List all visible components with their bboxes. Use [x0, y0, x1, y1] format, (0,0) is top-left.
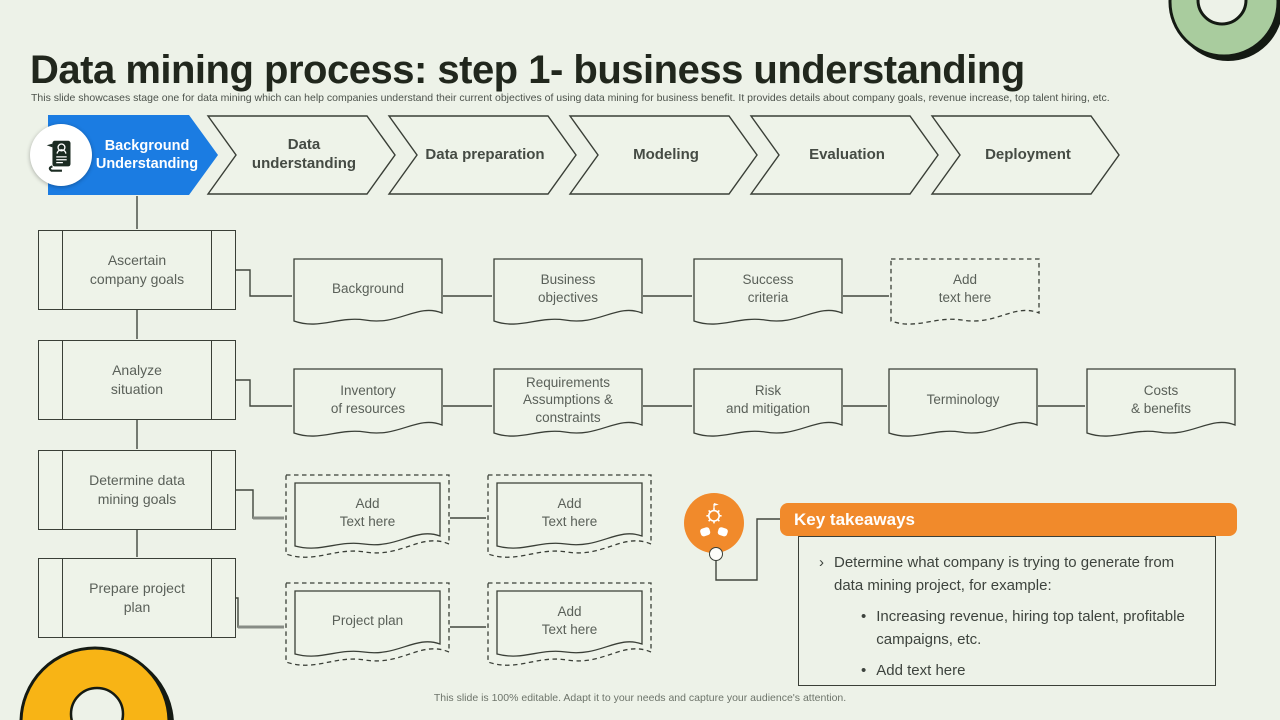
- process-step-label: Deployment: [985, 145, 1071, 163]
- doc-inventory-of-resources: Inventory of resources: [293, 368, 443, 444]
- dot-bullet: •: [861, 662, 867, 679]
- process-step-deployment: Deployment: [930, 115, 1121, 195]
- process-step-evaluation: Evaluation: [749, 115, 940, 195]
- key-takeaways-box: › Determine what company is trying to ge…: [798, 536, 1216, 686]
- process-step-label: Background Understanding: [95, 137, 199, 172]
- left-step-label: Determine data mining goals: [89, 472, 185, 507]
- doc-label: Add Text here: [541, 496, 598, 529]
- doc-add-text-placeholder[interactable]: Add Text here: [487, 474, 652, 568]
- process-step-modeling: Modeling: [568, 115, 759, 195]
- doc-success-criteria: Success criteria: [693, 258, 843, 332]
- process-step-label: Evaluation: [809, 145, 885, 163]
- doc-label: Risk and mitigation: [725, 383, 811, 416]
- doc-label: Requirements Assumptions & constraints: [522, 374, 614, 425]
- process-step-label: Data understanding: [251, 136, 357, 172]
- yellow-donut-decoration: [19, 646, 174, 720]
- doc-label: Add text here: [938, 272, 992, 305]
- key-takeaways-icon-badge: [684, 493, 744, 553]
- doc-background: Background: [293, 258, 443, 332]
- doc-risk-and-mitigation: Risk and mitigation: [693, 368, 843, 444]
- green-donut-decoration: [1168, 0, 1280, 61]
- takeaway-text: Determine what company is trying to gene…: [834, 554, 1175, 594]
- process-step-label: Data preparation: [425, 145, 545, 163]
- left-step-analyze-situation: Analyze situation: [38, 340, 236, 420]
- left-step-determine-data-mining-goals: Determine data mining goals: [38, 450, 236, 530]
- left-step-ascertain-company-goals: Ascertain company goals: [38, 230, 236, 310]
- takeaway-subtext: Increasing revenue, hiring top talent, p…: [876, 608, 1185, 648]
- scroll-person-document-icon: [46, 140, 71, 172]
- connector-node: [709, 547, 723, 561]
- slide-subtitle: This slide showcases stage one for data …: [31, 91, 1110, 104]
- left-step-label: Prepare project plan: [89, 580, 185, 615]
- slide-footer-note: This slide is 100% editable. Adapt it to…: [433, 691, 847, 704]
- doc-add-text-placeholder[interactable]: Add Text here: [487, 582, 652, 676]
- left-step-prepare-project-plan: Prepare project plan: [38, 558, 236, 638]
- left-step-label: Analyze situation: [110, 362, 164, 397]
- doc-project-plan: Project plan: [285, 582, 450, 676]
- process-step-label: Modeling: [633, 145, 699, 163]
- doc-label: Business objectives: [537, 272, 599, 305]
- page-title: Data mining process: step 1- business un…: [30, 47, 1025, 92]
- doc-label: Add Text here: [339, 496, 396, 529]
- left-step-label: Ascertain company goals: [89, 252, 185, 287]
- hands-holding-gear-icon: [700, 503, 728, 537]
- key-takeaways-header: Key takeaways: [780, 503, 1237, 536]
- dot-bullet: •: [861, 608, 867, 625]
- doc-terminology: Terminology: [888, 368, 1038, 444]
- key-takeaways-title: Key takeaways: [794, 509, 915, 529]
- process-step-data-preparation: Data preparation: [387, 115, 578, 195]
- doc-business-objectives: Business objectives: [493, 258, 643, 332]
- doc-label: Costs & benefits: [1130, 383, 1192, 416]
- doc-label: Project plan: [331, 613, 404, 629]
- doc-label: Add Text here: [541, 604, 598, 637]
- takeaway-subtext: Add text here: [876, 662, 966, 679]
- doc-add-text-placeholder[interactable]: Add Text here: [285, 474, 450, 568]
- doc-requirements-assumptions-constraints: Requirements Assumptions & constraints: [493, 368, 643, 444]
- takeaway-subitem: • Increasing revenue, hiring top talent,…: [861, 606, 1203, 651]
- doc-label: Background: [331, 281, 405, 297]
- process-step-background-understanding: Background Understanding: [48, 115, 218, 195]
- step-icon-badge: [30, 124, 92, 186]
- doc-label: Success criteria: [742, 272, 794, 305]
- doc-costs-benefits: Costs & benefits: [1086, 368, 1236, 444]
- doc-label: Terminology: [926, 392, 1000, 408]
- doc-label: Inventory of resources: [330, 383, 406, 416]
- process-step-data-understanding: Data understanding: [206, 115, 397, 195]
- takeaway-item: › Determine what company is trying to ge…: [819, 552, 1203, 597]
- doc-add-text-placeholder[interactable]: Add text here: [890, 258, 1040, 332]
- takeaway-subitem[interactable]: • Add text here: [861, 660, 1203, 683]
- chevron-bullet: ›: [819, 554, 824, 571]
